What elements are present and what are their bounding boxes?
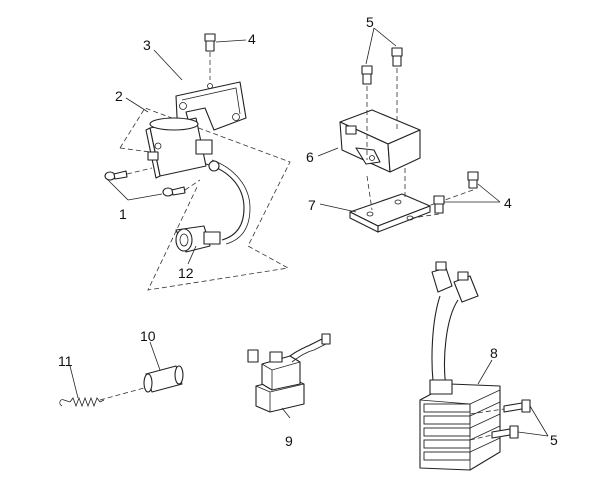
- callout-2: 2: [115, 88, 123, 104]
- regulator-screw-upper: [469, 399, 531, 415]
- starter-relay: [247, 349, 305, 413]
- cdi-screw-right: [391, 47, 403, 130]
- callout-7: 7: [308, 197, 316, 213]
- callout-3: 3: [143, 37, 151, 53]
- callout-1: 1: [119, 206, 127, 222]
- brake-light-switch: [99, 365, 184, 401]
- spark-plug-lead: [205, 159, 251, 245]
- regulator-connector-left: [431, 261, 453, 293]
- plate-bolt-lower: [411, 195, 445, 219]
- callout-5-regulator: 5: [550, 432, 558, 448]
- ignition-coil: [145, 117, 213, 179]
- bracket-bolt: [204, 33, 216, 80]
- callout-8: 8: [490, 345, 498, 361]
- callout-10: 10: [140, 328, 156, 344]
- coil-assembly-boundary: [119, 107, 291, 291]
- callout-9: 9: [285, 433, 293, 449]
- cdi-screw-left: [361, 65, 373, 160]
- coil-screw-upper: [104, 167, 153, 181]
- regulator-wire-harness: [429, 295, 459, 395]
- spark-plug-cap: [175, 225, 221, 253]
- callout-5-cdi: 5: [366, 14, 374, 30]
- return-spring: [59, 396, 105, 408]
- cdi-unit: [339, 109, 421, 173]
- callout-12: 12: [178, 265, 194, 281]
- coil-screw-lower: [162, 179, 201, 197]
- cdi-mounting-plate: [349, 193, 431, 233]
- callout-4-bracket: 4: [248, 31, 256, 47]
- callout-6: 6: [306, 149, 314, 165]
- regulator-rectifier: [419, 383, 501, 471]
- leader-lines: [69, 27, 549, 437]
- regulator-connector-right: [453, 271, 479, 303]
- plate-bolt-upper: [427, 171, 479, 207]
- callout-4-plate: 4: [504, 195, 512, 211]
- starter-relay-lead: [289, 333, 331, 363]
- callout-11: 11: [58, 353, 73, 369]
